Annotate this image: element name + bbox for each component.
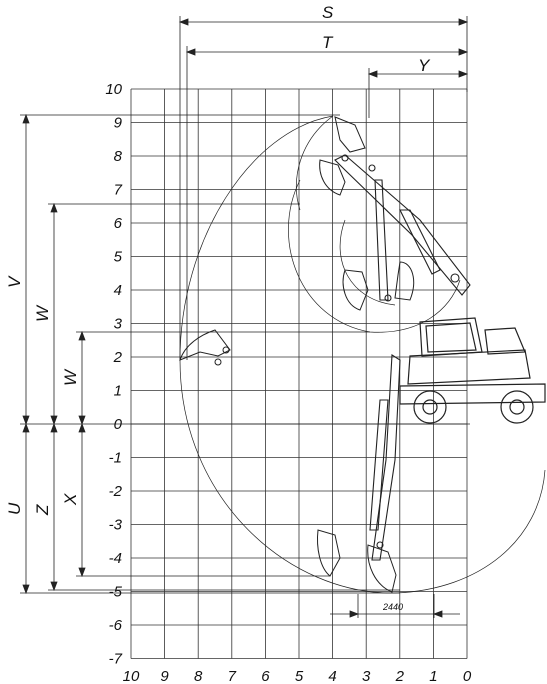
upper-structure — [407, 349, 531, 385]
track-width-dimension — [330, 594, 460, 618]
y-tick-label: 0 — [114, 416, 123, 433]
dim-label-t: T — [322, 33, 334, 52]
bucket-bottom — [367, 544, 397, 593]
dim-label-z: Z — [33, 504, 52, 516]
x-tick-label: 0 — [463, 668, 472, 684]
x-tick-label: 7 — [228, 668, 237, 684]
bucket-positions — [179, 116, 415, 593]
dim-label-w-lower: W — [61, 368, 80, 386]
x-tick-label: 5 — [295, 668, 304, 684]
track-width-label: 2440 — [382, 602, 403, 612]
front-wheel — [413, 390, 447, 424]
dim-label-w-upper: W — [33, 304, 52, 322]
bucket-upper-left — [319, 159, 346, 196]
bucket-far-left — [179, 329, 231, 361]
y-tick-label: 9 — [114, 115, 123, 132]
x-tick-label: 9 — [160, 668, 169, 684]
bucket-low-left — [317, 529, 341, 577]
inner-arc — [288, 179, 461, 333]
y-tick-label: 5 — [114, 249, 123, 266]
y-tick-label: 1 — [114, 383, 122, 400]
excavator-boom — [334, 154, 471, 561]
x-tick-label: 2 — [395, 668, 405, 684]
x-tick-label: 10 — [123, 668, 140, 684]
y-tick-label: -4 — [109, 550, 122, 567]
small-arc — [339, 219, 396, 306]
x-tick-label: 6 — [261, 668, 270, 684]
x-tick-label: 8 — [194, 668, 203, 684]
y-tick-label: -5 — [109, 584, 123, 601]
bucket-top — [334, 116, 366, 153]
dim-label-u: U — [5, 502, 24, 515]
y-tick-label: 3 — [114, 316, 123, 333]
y-tick-label: -2 — [109, 483, 123, 500]
y-tick-label: -1 — [109, 450, 122, 467]
excavator-body — [399, 317, 546, 424]
dim-label-s: S — [322, 3, 334, 22]
dim-label-v: V — [5, 275, 24, 288]
y-tick-label: -3 — [109, 517, 123, 534]
max-reach-arc — [179, 115, 546, 594]
bucket-mid-right — [394, 261, 415, 301]
rear-wheel — [500, 390, 534, 424]
chassis — [399, 383, 546, 405]
y-tick-label: -7 — [109, 651, 123, 668]
y-tick-label: 4 — [114, 282, 122, 299]
y-tick-label: 8 — [114, 148, 123, 165]
x-tick-label: 1 — [429, 668, 437, 684]
bucket-arc — [295, 115, 334, 211]
top-dimensions — [178, 16, 469, 360]
reach-envelope — [179, 115, 546, 594]
bucket-mid — [342, 269, 369, 311]
left-dimensions — [20, 113, 470, 595]
x-tick-label: 3 — [362, 668, 371, 684]
dim-label-y: Y — [418, 56, 431, 75]
counterweight — [484, 327, 526, 355]
grid — [130, 88, 468, 659]
y-tick-label: 10 — [105, 81, 122, 98]
x-tick-label: 4 — [328, 668, 336, 684]
y-tick-label: 7 — [114, 182, 123, 199]
dim-label-x: X — [61, 493, 80, 506]
y-tick-label: 6 — [114, 215, 123, 232]
y-tick-label: -6 — [109, 617, 123, 634]
y-tick-label: 2 — [113, 349, 123, 366]
